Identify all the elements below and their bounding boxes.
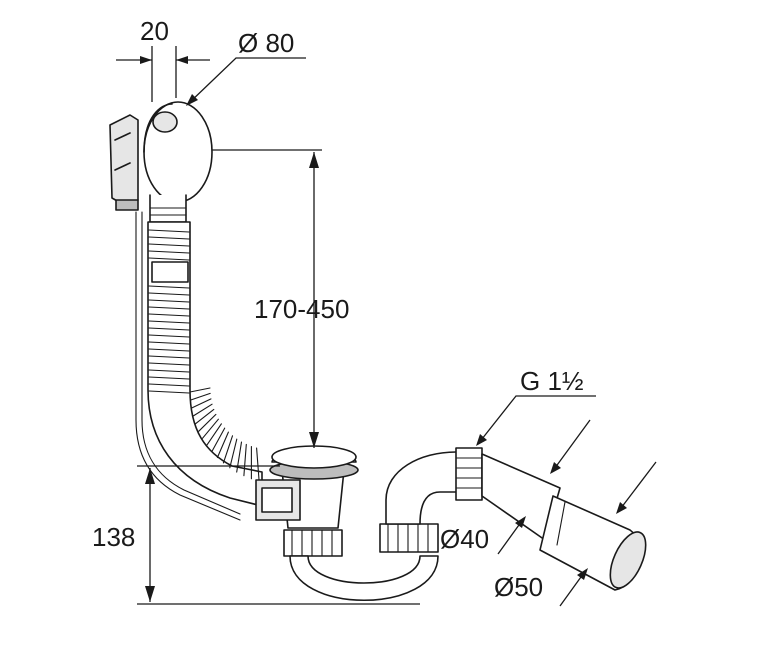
hose-rib <box>190 398 212 409</box>
label-overflow-diameter: Ø 80 <box>238 28 294 58</box>
label-pipe-40: Ø40 <box>440 524 489 554</box>
hose-rib <box>192 403 213 417</box>
hose-rib <box>148 390 190 394</box>
hose-rib <box>148 236 190 240</box>
hose-rib <box>148 292 190 296</box>
hose-rib <box>148 320 190 324</box>
hose-rib <box>148 383 190 387</box>
hose-rib <box>222 435 234 464</box>
hose-rib <box>195 408 215 425</box>
hose-rib <box>148 348 190 352</box>
corrugated-hose <box>135 211 263 521</box>
hose-rib <box>201 418 219 439</box>
hose-rib <box>256 447 260 482</box>
label-outlet-height: 138 <box>92 522 135 552</box>
dimension-lines <box>116 46 657 607</box>
hose-rib <box>236 441 243 473</box>
hose-rib <box>189 387 211 393</box>
overflow-assembly <box>109 101 213 223</box>
hose-rib <box>148 285 190 289</box>
hose-rib <box>148 229 190 233</box>
hose-rib <box>206 423 222 446</box>
hose-rib <box>148 327 190 331</box>
hose-rib <box>148 250 190 254</box>
hose-rib <box>148 306 190 310</box>
hose-rib <box>148 257 190 261</box>
hose-rib <box>148 355 190 359</box>
hose-rib <box>243 443 247 477</box>
siphon-assembly <box>255 445 647 601</box>
label-pipe-50: Ø50 <box>494 572 543 602</box>
hose-rib <box>216 431 229 459</box>
hose-rib <box>148 369 190 373</box>
hose-rib <box>229 438 238 469</box>
hose-rib <box>148 376 190 380</box>
hose-rib <box>148 313 190 317</box>
label-overflow-offset: 20 <box>140 16 169 46</box>
hose-rib <box>189 392 211 401</box>
hose-rib <box>148 362 190 366</box>
hose-rib <box>198 413 217 432</box>
label-thread: G 1½ <box>520 366 584 396</box>
hose-rib <box>148 243 190 247</box>
label-height-range: 170-450 <box>254 294 349 324</box>
hose-rib <box>148 299 190 303</box>
hose-rib <box>148 334 190 338</box>
hose-rib <box>211 427 226 453</box>
hose-rib <box>148 341 190 345</box>
